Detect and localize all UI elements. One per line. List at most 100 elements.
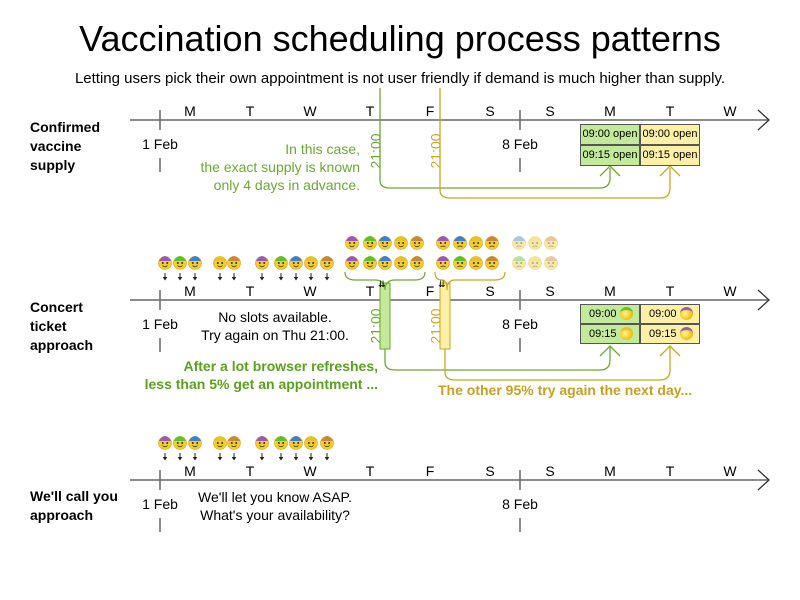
date-label: 1 Feb — [135, 316, 185, 332]
user-face-icon — [544, 256, 558, 270]
day-label: W — [723, 283, 737, 299]
down-arrow-icon — [308, 456, 314, 461]
label-line: ticket — [30, 318, 67, 334]
note-line: Try again on Thu 21:00. — [201, 327, 349, 343]
user-face-icon — [274, 436, 288, 450]
arrow-yellow-icon — [659, 345, 681, 357]
date-label: 8 Feb — [495, 316, 545, 332]
release-time-green: 21:00 — [367, 133, 384, 169]
day-label: T — [365, 463, 375, 479]
user-face-icon — [410, 236, 424, 250]
user-face-icon — [345, 236, 359, 250]
day-label: T — [245, 103, 255, 119]
user-face-icon — [304, 256, 318, 270]
release-time-yellow: 21:00 — [427, 133, 444, 169]
down-arrow-icon — [259, 276, 265, 281]
user-face-icon — [453, 236, 467, 250]
user-face-icon — [436, 256, 450, 270]
day-label: S — [485, 283, 495, 299]
day-label: T — [365, 283, 375, 299]
user-face-icon — [394, 236, 408, 250]
user-face-icon — [528, 256, 542, 270]
day-label: T — [665, 103, 675, 119]
slot-cell: 09:00 open — [640, 124, 700, 145]
user-face-icon — [620, 307, 633, 320]
date-label: 1 Feb — [135, 136, 185, 152]
note-line: the exact supply is known — [200, 159, 360, 175]
user-face-icon — [227, 436, 241, 450]
day-label: T — [665, 283, 675, 299]
day-label: S — [545, 283, 555, 299]
down-arrow-icon — [293, 276, 299, 281]
note-line: In this case, — [285, 141, 360, 157]
date-label: 8 Feb — [495, 136, 545, 152]
day-label: W — [723, 103, 737, 119]
slot-cell: 09:00 open — [580, 124, 640, 145]
user-face-icon — [320, 436, 334, 450]
day-label: M — [184, 463, 196, 479]
user-face-icon — [173, 256, 187, 270]
user-face-icon — [544, 236, 558, 250]
down-arrow-icon — [231, 456, 237, 461]
release-curve-yellow — [444, 346, 671, 381]
down-arrow-icon — [278, 456, 284, 461]
note-supply-known: In this case, the exact supply is known … — [170, 140, 360, 194]
page-title: Vaccination scheduling process patterns — [79, 18, 721, 59]
note-refreshes: After a lot browser refreshes, less than… — [100, 357, 378, 393]
day-label: T — [665, 463, 675, 479]
user-face-icon — [255, 436, 269, 450]
user-face-icon — [485, 256, 499, 270]
arrow-yellow-icon — [659, 165, 681, 177]
crowd-brace-green — [344, 271, 426, 291]
user-face-icon — [363, 236, 377, 250]
down-arrow-icon — [217, 456, 223, 461]
label-line: Concert — [30, 299, 83, 315]
down-arrow-icon — [324, 276, 330, 281]
down-arrow-icon — [162, 456, 168, 461]
user-face-icon — [453, 256, 467, 270]
note-call-you: We'll let you know ASAP. What's your ava… — [185, 488, 365, 524]
arrow-head-icon — [757, 289, 770, 311]
release-curve-green — [379, 88, 611, 189]
down-arrow-icon — [192, 456, 198, 461]
note-line: No slots available. — [218, 309, 332, 325]
user-face-icon — [680, 327, 693, 340]
day-label: M — [184, 283, 196, 299]
down-arrow-icon — [231, 276, 237, 281]
slot-cell: 09:00 — [640, 304, 700, 324]
arrow-head-icon — [757, 109, 770, 131]
user-face-icon — [378, 256, 392, 270]
user-face-icon — [188, 256, 202, 270]
day-label: W — [723, 463, 737, 479]
date-label: 8 Feb — [495, 496, 545, 512]
user-face-icon — [436, 236, 450, 250]
user-face-icon — [227, 256, 241, 270]
down-arrow-icon — [259, 456, 265, 461]
release-time-yellow: 21:00 — [427, 308, 444, 344]
user-face-icon — [255, 256, 269, 270]
down-arrow-icon — [177, 456, 183, 461]
user-face-icon — [469, 236, 483, 250]
note-line: After a lot browser refreshes, — [183, 358, 378, 374]
user-face-icon — [410, 256, 424, 270]
day-label: S — [485, 463, 495, 479]
day-label: F — [425, 103, 435, 119]
user-face-icon — [188, 436, 202, 450]
day-label: T — [245, 283, 255, 299]
slot-cell: 09:00 — [580, 304, 640, 324]
label-line: We'll call you — [30, 488, 118, 504]
user-face-icon — [363, 256, 377, 270]
user-face-icon — [304, 436, 318, 450]
day-label: F — [425, 463, 435, 479]
user-face-icon — [512, 236, 526, 250]
note-other-95: The other 95% try again the next day... — [438, 382, 693, 398]
slot-cell: 09:15 open — [580, 145, 640, 166]
down-arrow-icon — [324, 456, 330, 461]
user-face-icon — [173, 436, 187, 450]
day-label: S — [545, 103, 555, 119]
crowd-arrows-icon: ⇊ — [378, 279, 386, 289]
arrow-green-icon — [599, 345, 621, 357]
user-face-icon — [213, 256, 227, 270]
slot-cell: 09:15 — [640, 324, 700, 344]
